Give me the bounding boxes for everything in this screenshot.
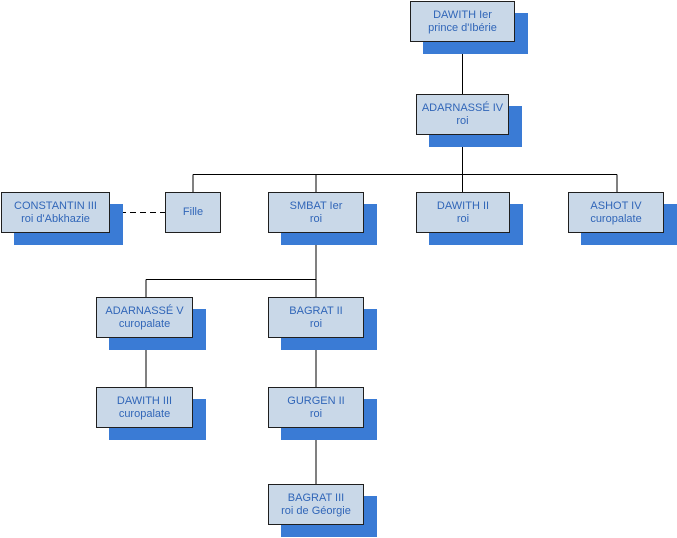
- node-title: roi: [456, 114, 469, 127]
- node-adarnasse4: ADARNASSÉ IV roi: [416, 94, 522, 147]
- node-box: BAGRAT II roi: [268, 297, 364, 338]
- node-box: DAWITH II roi: [416, 192, 510, 233]
- node-fille: Fille: [165, 192, 221, 233]
- node-smbat1: SMBAT Ier roi: [268, 192, 377, 245]
- node-title: prince d'Ibérie: [428, 21, 497, 34]
- node-name: GURGEN II: [287, 394, 345, 407]
- node-title: curopalate: [590, 212, 642, 225]
- node-name: CONSTANTIN III: [14, 199, 97, 212]
- node-box: GURGEN II roi: [268, 387, 364, 428]
- node-name: Fille: [182, 206, 204, 218]
- node-ashot4: ASHOT IV curopalate: [568, 192, 677, 245]
- node-title: roi: [309, 407, 323, 420]
- node-dawith3: DAWITH III curopalate: [96, 387, 206, 440]
- node-gurgen2: GURGEN II roi: [268, 387, 377, 440]
- node-box: ASHOT IV curopalate: [568, 192, 664, 233]
- node-name: DAWITH Ier: [433, 8, 492, 21]
- node-dawith2: DAWITH II roi: [416, 192, 523, 245]
- node-box: CONSTANTIN III roi d'Abkhazie: [1, 192, 110, 233]
- node-title: curopalate: [118, 317, 171, 330]
- node-name: BAGRAT III: [287, 491, 345, 504]
- node-title: curopalate: [118, 407, 171, 420]
- node-box: SMBAT Ier roi: [268, 192, 364, 233]
- node-name: DAWITH II: [436, 199, 490, 212]
- node-bagrat3: BAGRAT III roi de Géorgie: [268, 484, 377, 537]
- node-box: ADARNASSÉ IV roi: [416, 94, 509, 135]
- node-box: BAGRAT III roi de Géorgie: [268, 484, 364, 525]
- node-dawith1: DAWITH Ier prince d'Ibérie: [410, 1, 528, 54]
- node-name: SMBAT Ier: [289, 199, 343, 212]
- node-bagrat2: BAGRAT II roi: [268, 297, 377, 350]
- node-constantin3: CONSTANTIN III roi d'Abkhazie: [1, 192, 123, 245]
- node-title: roi d'Abkhazie: [21, 212, 90, 225]
- node-title: roi de Géorgie: [281, 504, 351, 517]
- node-title: roi: [309, 317, 323, 330]
- node-box: DAWITH Ier prince d'Ibérie: [410, 1, 515, 42]
- node-box: DAWITH III curopalate: [96, 387, 193, 428]
- node-title: roi: [456, 212, 470, 225]
- node-box: ADARNASSÉ V curopalate: [96, 297, 193, 338]
- node-adarnasse5: ADARNASSÉ V curopalate: [96, 297, 206, 350]
- node-name: ASHOT IV: [590, 199, 642, 212]
- node-name: BAGRAT II: [289, 304, 343, 317]
- node-box: Fille: [165, 192, 221, 233]
- node-name: ADARNASSÉ V: [105, 304, 184, 317]
- node-title: roi: [309, 212, 323, 225]
- node-name: ADARNASSÉ IV: [421, 101, 504, 114]
- node-name: DAWITH III: [116, 394, 173, 407]
